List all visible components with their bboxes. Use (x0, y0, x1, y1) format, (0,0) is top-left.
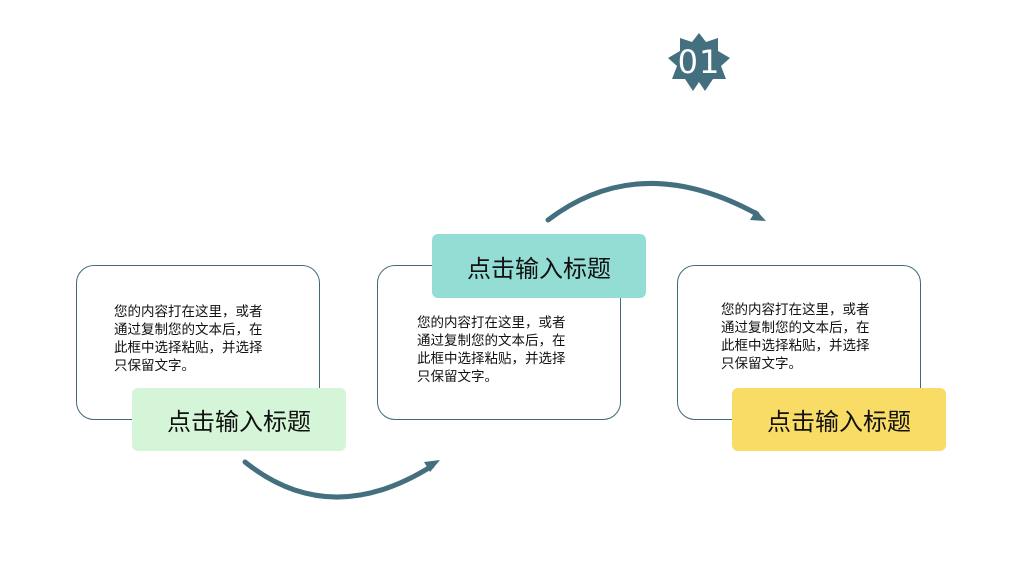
step-2-title-text: 点击输入标题 (467, 254, 611, 283)
badge-number: 01 (677, 43, 721, 81)
step-1-title-text: 点击输入标题 (167, 408, 311, 436)
step-number-badge: 01 (668, 33, 730, 91)
step-2-title[interactable]: 点击输入标题 (432, 234, 646, 298)
arrow-top (545, 181, 760, 223)
arrow-bottom-head (424, 460, 440, 472)
step-1-body: 您的内容打在这里，或者 通过复制您的文本后，在 此框中选择粘贴，并选择 只保留文… (114, 304, 263, 374)
step-3-body: 您的内容打在这里，或者 通过复制您的文本后，在 此框中选择粘贴，并选择 只保留文… (721, 302, 870, 372)
step-3-title[interactable]: 点击输入标题 (732, 388, 946, 451)
arrow-top-head (750, 210, 766, 221)
step-1-title[interactable]: 点击输入标题 (132, 388, 346, 451)
step-2-body: 您的内容打在这里，或者 通过复制您的文本后，在 此框中选择粘贴，并选择 只保留文… (417, 315, 566, 385)
arrow-bottom (242, 459, 435, 500)
star-badge-shape (668, 33, 730, 91)
step-3-title-text: 点击输入标题 (767, 408, 911, 436)
